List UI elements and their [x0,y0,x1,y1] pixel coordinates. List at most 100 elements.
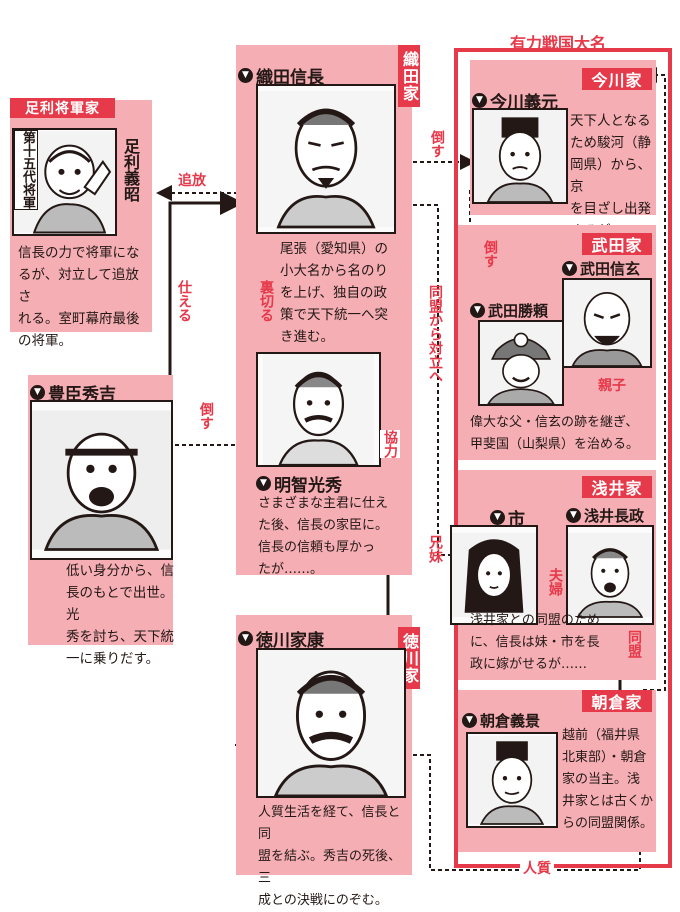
hideyoshi-desc-line: 長のもとで出世。光 [66,582,174,626]
oda-clan-tag: 織田家 [398,45,420,107]
yoshimoto-desc-line: ため駿河（静 [570,132,660,154]
yoshimoto-desc-line: 天下人となる [570,110,660,132]
hideyoshi-desc: 低い身分から、信 長のもとで出世。光 秀を討ち、天下統 一に乗りだす。 [66,560,174,670]
triangle-icon: ▼ [472,93,487,108]
yoshikage-desc-line: らの同盟関係。 [562,813,658,835]
yoshiaki-desc: 信長の力で将軍にな るが、対立して追放さ れる。室町幕府最後 の将軍。 [18,242,152,352]
mitsuhide-desc-line: たが……。 [258,559,408,581]
yoshikage-desc-line: 越前（福井県 [562,725,658,747]
rel-siblings: 兄妹 [425,535,445,563]
triangle-icon: ▼ [238,68,253,83]
hideyoshi-illustration [32,402,171,558]
yoshikage-illustration [468,734,556,826]
ashikaga-clan-tag: 足利将軍家 [10,98,115,118]
nagamasa-name-text: 浅井長政 [584,505,644,526]
azai-desc-line: 政に嫁がせるが…… [470,654,620,676]
nagamasa-illustration [568,527,652,623]
ieyasu-desc-line: 成との決戦にのぞむ。 [258,890,410,912]
yoshiaki-desc-line: れる。室町幕府最後 [18,308,152,330]
yoshikage-desc: 越前（福井県 北東部）・朝倉 家の当主。浅 井家とは古くか らの同盟関係。 [562,725,658,835]
yoshimoto-desc: 天下人となる ため駿河（静 岡県）から、京 を目ざし出発 するが……。 [570,110,660,242]
hideyoshi-portrait [30,400,173,560]
yoshimoto-portrait [472,108,568,204]
rel-cooperate: 協力 [380,430,400,458]
katsuyori-portrait [478,320,564,406]
ieyasu-desc: 人質生活を経て、信長と同 盟を結ぶ。秀吉の死後、三 成との決戦にのぞむ。 [258,802,410,912]
mitsuhide-desc: さまざまな主君に仕え た後、信長の家臣に。 信長の信頼も厚かっ たが……。 [258,493,408,581]
yoshiaki-name-text: 足利義昭 [118,138,142,202]
rel-defeat-takeda: 倒す [480,240,500,268]
triangle-icon: ▼ [238,631,253,646]
nobunaga-illustration [258,86,394,232]
triangle-icon: ▼ [462,713,477,728]
yoshikage-desc-line: 北東部）・朝倉 [562,747,658,769]
yoshikage-name-text: 朝倉義景 [480,710,540,731]
yoshimoto-desc-line: 岡県）から、京 [570,154,660,198]
ichi-illustration [452,527,536,623]
nobunaga-desc-line: き進む。 [280,326,412,348]
takeda-desc: 偉大な父・信玄の跡を継ぎ、 甲斐国（山梨県）を治める。 [470,412,656,456]
rel-married: 夫婦 [545,568,565,596]
mitsuhide-portrait [256,352,381,467]
katsuyori-illustration [480,322,562,404]
nobunaga-desc: 尾張（愛知県）の 小大名から名のり を上げ、独自の政 策で天下統一へ突 き進む。 [280,238,412,348]
yoshiaki-desc-line: 信長の力で将軍にな [18,242,152,264]
katsuyori-name: ▼ 武田勝頼 [470,300,548,321]
nobunaga-portrait [256,84,396,234]
takeda-clan-tag: 武田家 [582,233,652,255]
nobunaga-desc-line: 策で天下統一へ突 [280,304,412,326]
azai-desc: 浅井家との同盟のため に、信長は妹・市を長 政に嫁がせるが…… [470,610,620,676]
rel-alliance-conflict: 同盟から対立へ [425,285,445,383]
yoshikage-desc-line: 井家とは古くか [562,791,658,813]
triangle-icon: ▼ [562,261,577,276]
triangle-icon: ▼ [566,508,581,523]
rel-parent-child: 親子 [598,375,626,395]
rel-hostage: 人質 [520,858,554,878]
takeda-desc-line: 甲斐国（山梨県）を治める。 [470,434,656,456]
shingen-illustration [564,280,650,366]
yoshimoto-desc-line: を目ざし出発 [570,198,660,220]
rel-serve: 仕える [174,280,194,322]
mitsuhide-desc-line: 信長の信頼も厚かっ [258,537,408,559]
katsuyori-name-text: 武田勝頼 [488,300,548,321]
yoshimoto-illustration [474,110,566,202]
ieyasu-desc-line: 盟を結ぶ。秀吉の死後、三 [258,846,410,890]
yoshiaki-desc-line: の将軍。 [18,330,152,352]
takeda-desc-line: 偉大な父・信玄の跡を継ぎ、 [470,412,656,434]
rel-defeat-mitsuhide: 倒す [196,402,216,430]
triangle-icon: ▼ [30,385,45,400]
azai-clan-tag: 浅井家 [582,476,652,498]
azai-desc-line: に、信長は妹・市を長 [470,632,620,654]
nobunaga-desc-line: を上げ、独自の政 [280,282,412,304]
yoshiaki-desc-line: るが、対立して追放さ [18,264,152,308]
ieyasu-illustration [258,650,404,796]
mitsuhide-illustration [258,354,379,465]
shogun-badge: 第十五代将軍 [14,130,38,210]
asakura-clan-tag: 朝倉家 [582,690,652,712]
triangle-icon: ▼ [470,303,485,318]
shingen-name-text: 武田信玄 [580,258,640,279]
rel-exile: 追放 [178,170,206,190]
mitsuhide-desc-line: さまざまな主君に仕え [258,493,408,515]
ieyasu-desc-line: 人質生活を経て、信長と同 [258,802,410,846]
yoshikage-name: ▼ 朝倉義景 [462,710,540,731]
ieyasu-portrait [256,648,406,798]
triangle-icon: ▼ [490,510,505,525]
triangle-icon: ▼ [256,476,271,491]
azai-desc-line: 浅井家との同盟のため [470,610,620,632]
nobunaga-desc-line: 小大名から名のり [280,260,412,282]
shingen-portrait [562,278,652,368]
yoshiaki-name: 足利義昭 [118,138,142,202]
nagamasa-name: ▼ 浅井長政 [566,505,644,526]
hideyoshi-desc-line: 一に乗りだす。 [66,648,174,670]
rel-defeat-imagawa: 倒す [427,130,447,158]
rel-betray: 裏切る [256,280,276,322]
yoshikage-desc-line: 家の当主。浅 [562,769,658,791]
hideyoshi-desc-line: 低い身分から、信 [66,560,174,582]
rel-alliance: 同盟 [624,630,644,658]
imagawa-clan-tag: 今川家 [582,68,652,90]
hideyoshi-desc-line: 秀を討ち、天下統 [66,626,174,648]
mitsuhide-desc-line: た後、信長の家臣に。 [258,515,408,537]
shingen-name: ▼ 武田信玄 [562,258,640,279]
nobunaga-desc-line: 尾張（愛知県）の [280,238,412,260]
